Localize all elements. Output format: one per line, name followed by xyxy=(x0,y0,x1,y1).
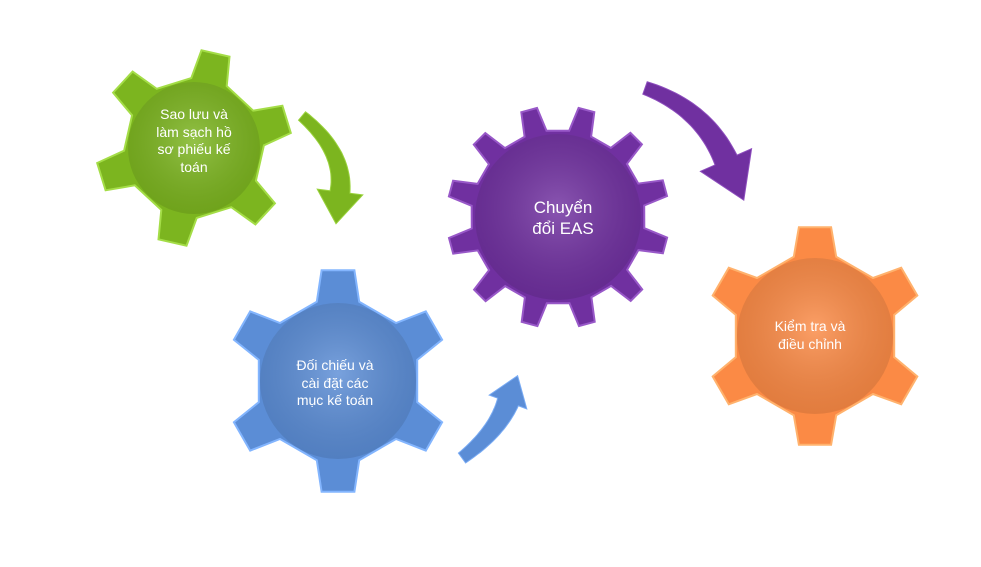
gear-check-adjust-icon xyxy=(711,226,919,446)
gear-label-convert-eas: Chuyển đổi EAS xyxy=(532,198,594,239)
gear-reconcile-highlight xyxy=(260,303,416,459)
gear-backup-highlight xyxy=(128,82,260,214)
gear-check-adjust-highlight xyxy=(737,258,893,414)
gear-convert-eas-highlight xyxy=(475,134,641,300)
gear-label-reconcile: Đối chiếu và cài đặt các mục kế toán xyxy=(296,357,374,408)
gear-backup-icon xyxy=(95,49,293,247)
gear-convert-eas-icon xyxy=(447,106,669,328)
gears-layer xyxy=(95,49,919,493)
arrow-convert-to-check-icon xyxy=(642,81,753,202)
gear-label-backup: Sao lưu và làm sạch hồ sơ phiếu kế toán xyxy=(156,106,232,175)
arrow-backup-to-reconcile-icon xyxy=(297,111,364,225)
arrow-reconcile-to-convert-icon xyxy=(457,374,528,464)
arrows-layer xyxy=(297,81,753,464)
gear-label-check-adjust: Kiểm tra và điều chỉnh xyxy=(774,318,846,352)
gear-reconcile-icon xyxy=(232,269,444,493)
